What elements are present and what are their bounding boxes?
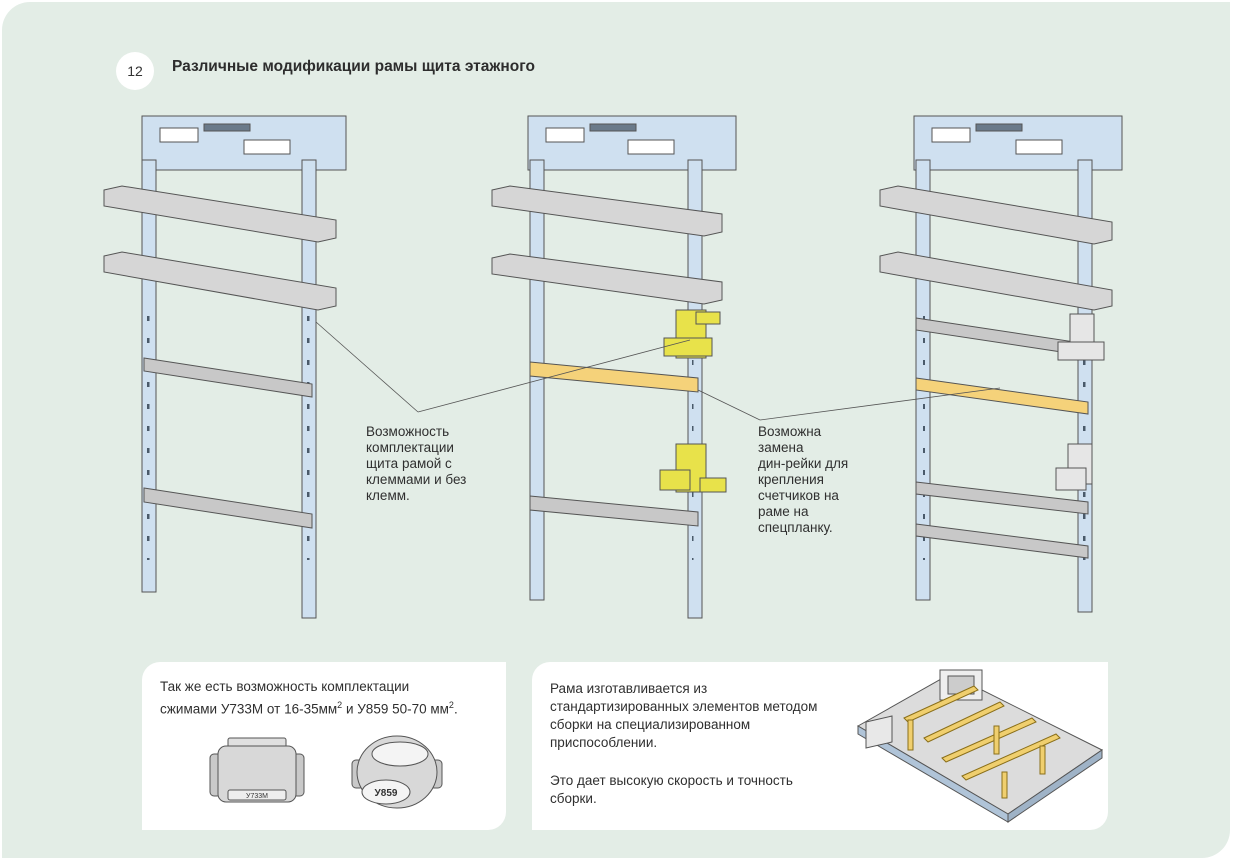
frame-3-din-rail-3 [915, 523, 1089, 559]
clamp-u733m-icon [209, 737, 305, 803]
frame-3-angle-rail-2 [879, 251, 1113, 311]
clamps-text: Так же есть возможность комплектации сжи… [160, 678, 458, 719]
frame-3 [879, 115, 1123, 613]
leader-lines [315, 321, 1001, 421]
terminal-strip-icon [975, 123, 1023, 132]
assembly-box: Рама изготавливается из стандартизирован… [532, 662, 1108, 830]
callout-din-replace: Возможна замена дин-рейки для крепления … [758, 424, 849, 535]
frame-2 [491, 115, 737, 619]
terminal-strip-icon [589, 123, 637, 132]
assembly-paragraph-1: Рама изготавливается из стандартизирован… [550, 681, 818, 750]
frame-1-flat-bar-2 [143, 487, 313, 529]
clamps-illustration: У733М У859 [209, 735, 443, 809]
terminal-block-icon [243, 139, 291, 155]
meter-bracket-upper [663, 309, 721, 359]
clamps-text-line1: Так же есть возможность комплектации [160, 679, 410, 694]
terminal-block-icon [931, 127, 971, 143]
frame-2-din-rail-yellow [529, 361, 699, 393]
clamp-u859-icon [351, 735, 443, 809]
frame-1-angle-rail-2 [103, 251, 337, 311]
callout-terminals: Возможность комплектации щита рамой с кл… [366, 424, 467, 503]
frame-1-angle-rail-1 [103, 185, 337, 243]
meter-bracket-gray-upper [1057, 313, 1105, 361]
frame-2-angle-rail-1 [491, 185, 723, 237]
page-title: Различные модификации рамы щита этажного [172, 58, 535, 75]
assembly-jig-illustration [856, 669, 1103, 823]
terminal-block-icon [159, 127, 199, 143]
meter-bracket-lower [659, 443, 727, 493]
frame-3-din-rail-2 [915, 481, 1089, 515]
frame-2-angle-rail-2 [491, 253, 723, 305]
clamps-text-line2: сжимами У733М от 16-35мм2 и У859 50-70 м… [160, 700, 458, 717]
meter-bracket-gray-lower [1055, 443, 1093, 491]
clamps-box: Так же есть возможность комплектации сжи… [142, 662, 506, 830]
page-number: 12 [127, 63, 143, 79]
clamp-u733m-label: У733М [246, 793, 268, 800]
jig-yellow-members [903, 685, 1061, 799]
frame-1 [103, 115, 347, 619]
terminal-block-icon [1015, 139, 1063, 155]
terminal-block-icon [627, 139, 675, 155]
frame-1-flat-bar-1 [143, 357, 313, 398]
page-number-badge: 12 [116, 52, 154, 90]
terminal-strip-icon [203, 123, 251, 132]
frame-3-din-rail-yellow [915, 377, 1089, 415]
assembly-paragraph-2: Это дает высокую скорость и точность сбо… [550, 773, 793, 806]
frame-2-flat-bar [529, 495, 699, 527]
clamp-u859-label: У859 [375, 788, 398, 799]
frame-3-angle-rail-1 [879, 185, 1113, 245]
terminal-block-icon [545, 127, 585, 143]
